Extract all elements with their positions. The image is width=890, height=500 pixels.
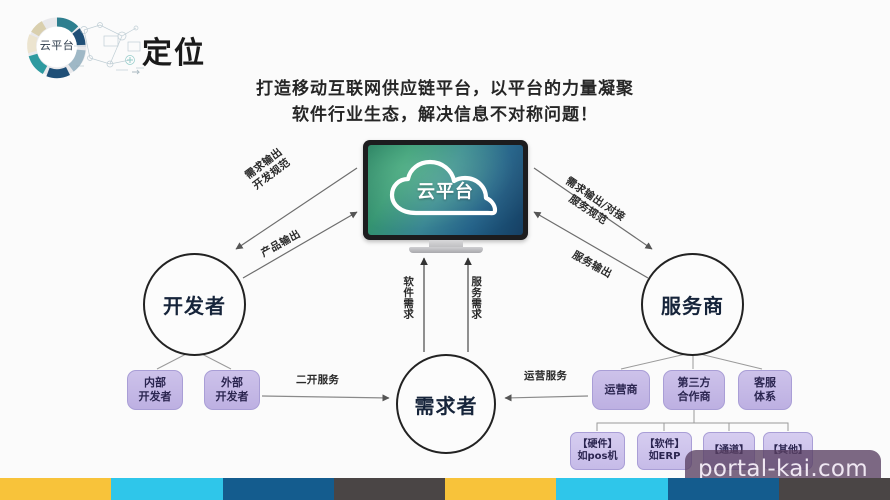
node-demander[interactable]: 需求者 [396, 354, 496, 454]
box-third-party-line2: 合作商 [677, 390, 711, 403]
brand-logo: 云平台 [12, 8, 144, 86]
box-internal-developer-line1: 内部 [144, 376, 166, 390]
box-customer-service-system[interactable]: 客服 体系 [738, 370, 792, 410]
monitor-neck [428, 240, 463, 249]
box-software-line2: 如ERP [648, 451, 681, 462]
box-internal-developer[interactable]: 内部 开发者 [127, 370, 183, 410]
bottom-bar-segment-0 [0, 478, 112, 500]
logo-ring-icon [27, 17, 87, 79]
label-center-right: 服务需求 [470, 276, 483, 320]
bottom-bar-segment-3 [333, 478, 445, 500]
monitor-screen-label: 云平台 [417, 181, 474, 203]
label-dev-to-demander: 二开服务 [296, 374, 340, 386]
bottom-bar-segment-1 [111, 478, 223, 500]
monitor-screen: 云平台 [368, 145, 523, 235]
box-operator[interactable]: 运营商 [592, 370, 650, 410]
label-center-left: 软件需求 [402, 276, 415, 320]
box-hardware-line2: 如pos机 [577, 451, 618, 462]
box-hardware[interactable]: 【硬件】 如pos机 [570, 432, 625, 470]
bottom-bar-segment-5 [556, 478, 668, 500]
node-demander-label: 需求者 [414, 393, 478, 418]
box-software-line1: 【软件】 [644, 438, 685, 450]
node-service-provider-label: 服务商 [661, 294, 724, 318]
bottom-bar-segment-7 [778, 478, 890, 500]
bottom-bar-segment-6 [667, 478, 779, 500]
box-third-party-partner[interactable]: 第三方 合作商 [663, 370, 725, 410]
node-service-provider[interactable]: 服务商 [641, 253, 744, 356]
box-internal-developer-line2: 开发者 [138, 390, 172, 403]
bottom-bar-segment-2 [222, 478, 334, 500]
cloud-platform-monitor: 云平台 [363, 140, 528, 253]
box-external-developer-line2: 开发者 [215, 390, 249, 403]
logo-tech-pattern-icon [74, 22, 144, 75]
box-external-developer-line1: 外部 [221, 376, 243, 390]
box-software[interactable]: 【软件】 如ERP [637, 432, 692, 470]
label-left-lower: 产品输出 [259, 228, 303, 260]
monitor-base [408, 247, 483, 253]
bottom-color-bar [0, 478, 890, 500]
subtitle-line-1: 打造移动互联网供应链平台，以平台的力量凝聚 [256, 79, 634, 99]
label-right-upper: 需求输出/对接 服务规范 [555, 175, 627, 235]
node-developer[interactable]: 开发者 [143, 253, 246, 356]
label-left-upper: 需求输出 开发规范 [243, 146, 293, 193]
bottom-bar-segment-4 [445, 478, 557, 500]
logo-label: 云平台 [39, 39, 75, 52]
box-hardware-line1: 【硬件】 [577, 438, 618, 450]
label-provider-to-demander: 运营服务 [524, 370, 568, 382]
box-third-party-line1: 第三方 [677, 376, 711, 390]
cloud-icon [389, 159, 497, 216]
label-right-lower: 服务输出 [570, 249, 614, 281]
subtitle-line-2: 软件行业生态，解决信息不对称问题！ [292, 105, 598, 126]
subtitle: 打造移动互联网供应链平台，以平台的力量凝聚 软件行业生态，解决信息不对称问题！ [0, 76, 890, 129]
box-operator-line1: 运营商 [604, 383, 638, 397]
box-customer-service-line1: 客服 [754, 376, 776, 390]
box-external-developer[interactable]: 外部 开发者 [204, 370, 260, 410]
box-customer-service-line2: 体系 [754, 390, 776, 403]
node-developer-label: 开发者 [163, 294, 226, 318]
page-title: 定位 [142, 36, 206, 71]
monitor-bezel: 云平台 [363, 140, 528, 240]
